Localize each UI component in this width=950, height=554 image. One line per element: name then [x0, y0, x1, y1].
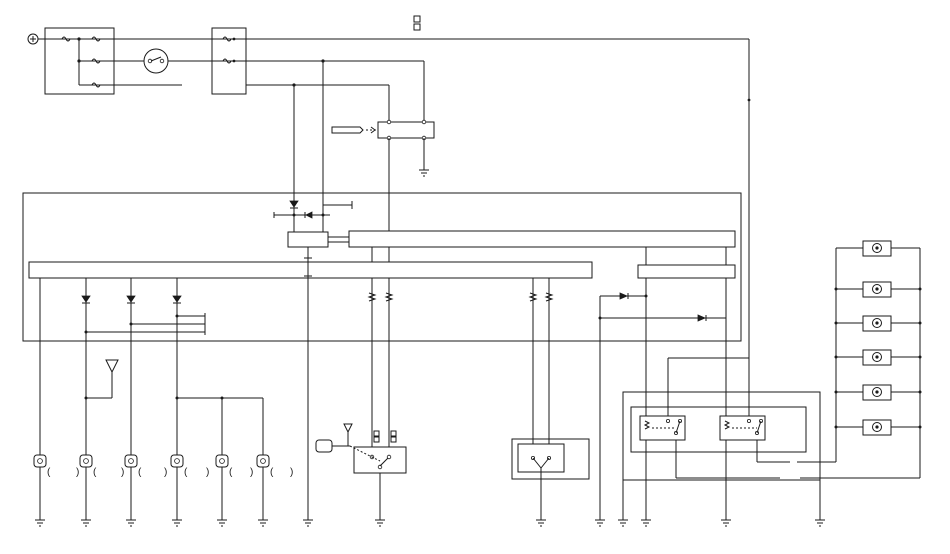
- speaker-icon: [256, 454, 270, 468]
- speaker-icon: [124, 454, 138, 468]
- paren-mark: (: [229, 467, 233, 478]
- paren-mark: ): [290, 467, 293, 478]
- ground-icon: [595, 519, 605, 527]
- speaker-icon: [33, 454, 47, 468]
- ecu-module: [287, 231, 329, 248]
- key-icon: [315, 423, 353, 453]
- ground-icon: [35, 519, 45, 527]
- diode-icon: [304, 211, 313, 219]
- bus-bar-lower: [28, 261, 593, 279]
- resistor-icon: [367, 292, 377, 302]
- paren-mark: ): [76, 467, 79, 478]
- speaker-icon: [79, 454, 93, 468]
- fuse-box-secondary: [211, 27, 247, 95]
- ground-icon: [375, 519, 385, 527]
- diode-icon: [289, 200, 299, 209]
- bus-bar-right: [637, 264, 736, 279]
- legend-marker: [413, 15, 421, 31]
- fuse-icon: [91, 36, 101, 42]
- ground-icon: [258, 519, 268, 527]
- relay-block: [366, 119, 435, 141]
- diode-icon: [81, 295, 91, 304]
- ground-icon: [641, 519, 651, 527]
- paren-mark: (: [270, 467, 274, 478]
- ground-icon: [81, 519, 91, 527]
- diode-icon: [126, 295, 136, 304]
- ground-icon: [419, 169, 429, 177]
- ground-icon: [815, 519, 825, 527]
- motor-icon: [862, 384, 892, 401]
- antenna-icon: [105, 359, 119, 398]
- motor-icon: [862, 240, 892, 257]
- fuse-icon: [61, 36, 71, 42]
- diode-icon: [697, 314, 707, 322]
- paren-mark: (: [47, 467, 51, 478]
- ground-icon: [536, 519, 546, 527]
- fuse-box-main: [44, 27, 115, 95]
- ground-icon: [217, 519, 227, 527]
- fuse-icon: [222, 58, 232, 64]
- ground-icon: [618, 519, 628, 527]
- fuse-icon: [222, 36, 232, 42]
- relay-assembly: [622, 391, 821, 481]
- motor-icon: [862, 349, 892, 366]
- switch-module: [511, 438, 590, 480]
- paren-mark: ): [164, 467, 167, 478]
- ground-icon: [126, 519, 136, 527]
- ignition-switch-icon: [143, 48, 169, 74]
- speaker-icon: [215, 454, 229, 468]
- paren-mark: ): [206, 467, 209, 478]
- ground-icon: [172, 519, 182, 527]
- resistor-icon: [544, 292, 554, 302]
- resistor-icon: [384, 292, 394, 302]
- ground-icon: [721, 519, 731, 527]
- paren-mark: ): [121, 467, 124, 478]
- paren-mark: (: [184, 467, 188, 478]
- paren-mark: (: [138, 467, 142, 478]
- key-switch: [349, 445, 407, 474]
- fuse-icon: [91, 82, 101, 88]
- bus-bar-upper: [348, 230, 736, 248]
- coil-icon: [723, 420, 731, 430]
- motor-icon: [862, 315, 892, 332]
- sensor-probe-icon: [331, 126, 364, 134]
- ground-icon: [303, 519, 313, 527]
- battery-terminal: [27, 33, 58, 45]
- control-unit-frame: [22, 192, 742, 342]
- paren-mark: ): [250, 467, 253, 478]
- motor-icon: [862, 281, 892, 298]
- fuse-icon: [91, 58, 101, 64]
- diode-icon: [172, 295, 182, 304]
- coil-icon: [643, 420, 651, 430]
- paren-mark: (: [93, 467, 97, 478]
- resistor-icon: [528, 292, 538, 302]
- diode-icon: [619, 292, 629, 300]
- motor-icon: [862, 419, 892, 436]
- speaker-icon: [170, 454, 184, 468]
